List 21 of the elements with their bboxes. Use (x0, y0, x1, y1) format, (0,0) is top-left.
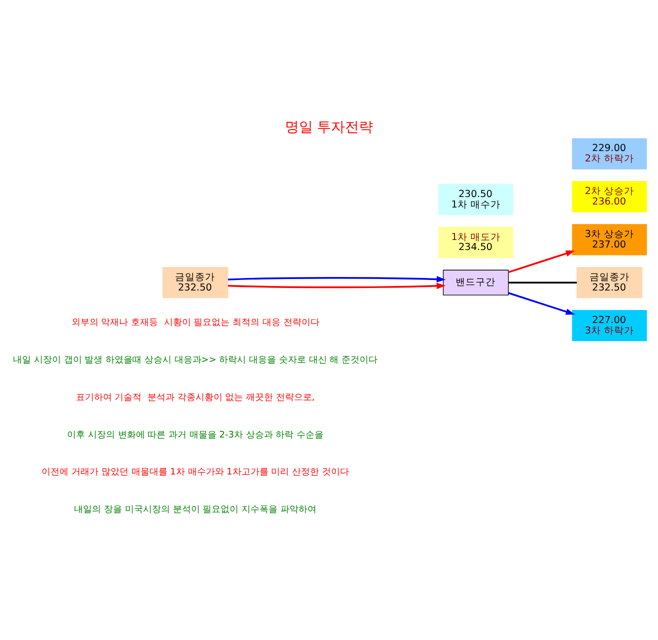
label: 이전에 거래가 많았던 매물대를 1차 매수가와 1차고가를 미리 산정한 것이다 (42, 468, 349, 478)
node-box: 1차 매도가 234.50 (438, 226, 514, 258)
diagram-title: 명일 투자전략 (284, 120, 374, 136)
arrow (228, 276, 446, 282)
label: 표기하여 기술적 분석과 각종시황이 없는 깨끗한 전략으로, (76, 392, 315, 403)
label: 내일 시장이 갭이 발생 하였을때 상승시 대응과>> 하락시 대응을 숫자로 대신 해 준것이다 (13, 356, 378, 366)
node-box: 229.00 2차 하락가 (572, 138, 647, 170)
arrow (508, 250, 575, 274)
arrow (228, 282, 446, 290)
label: 이후 시장의 변화에 따른 과거 매물을 2-3차 상승과 하락 수순을 (67, 430, 324, 440)
label: 외부의 악재나 호재등 시황이 필요없는 최적의 대응 전략이다 (71, 318, 320, 328)
connector (508, 282, 577, 284)
node-box: 230.50 1차 매수가 (438, 184, 514, 216)
node-box: 금일종가 232.50 (576, 267, 642, 298)
node-box: 금일종가 232.50 (162, 267, 228, 298)
node-box: 227.00 3차 하락가 (572, 310, 647, 342)
node-box: 밴드구간 (442, 270, 509, 296)
arrow (508, 292, 575, 315)
node-box: 2차 상승가 236.00 (572, 181, 647, 212)
label: 내일의 장을 미국시장의 분석이 필요없이 지수폭을 파악하여 (74, 505, 316, 516)
node-box: 3차 상승가 237.00 (572, 224, 647, 256)
